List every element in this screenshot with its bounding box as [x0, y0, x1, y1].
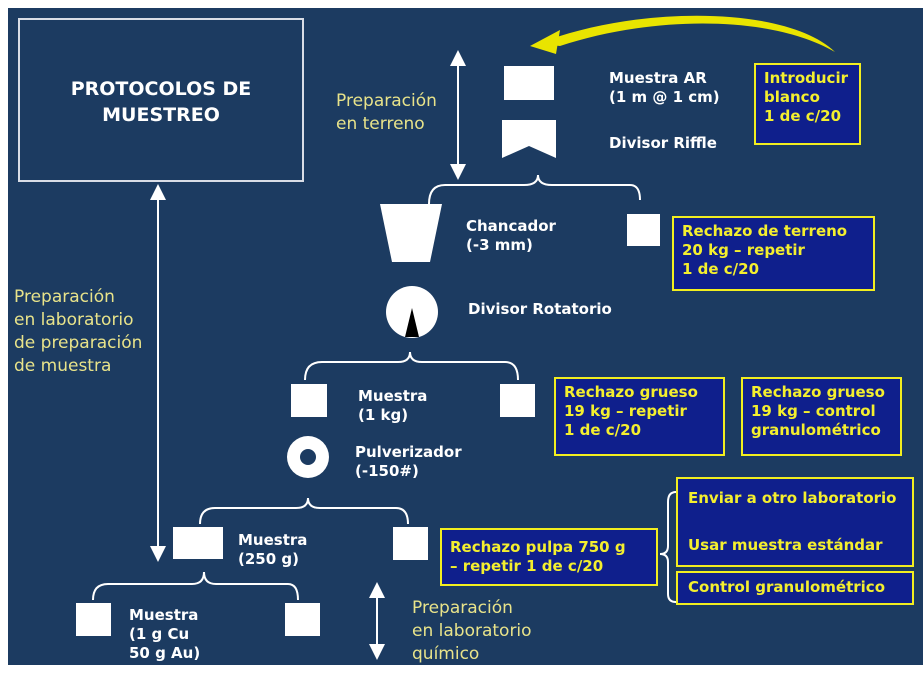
- coarse-reject-repeat-callout: Rechazo grueso 19 kg – repetir 1 de c/20: [554, 377, 725, 456]
- insert-blank-callout: Introducir blanco 1 de c/20: [754, 63, 861, 145]
- standard-sample-option: Usar muestra estándar: [688, 536, 883, 554]
- insert-blank-arrow-head: [530, 30, 560, 54]
- rotary-label: Divisor Rotatorio: [468, 300, 612, 318]
- sample-final-label: Muestra (1 g Cu 50 g Au): [129, 606, 201, 662]
- riffle-label: Divisor Riffle: [609, 134, 717, 152]
- page-title: PROTOCOLOS DE MUESTREO: [70, 78, 252, 126]
- final-reject-shape: [285, 603, 320, 636]
- crusher-shape: [380, 204, 442, 262]
- sample-1kg-label: Muestra (1 kg): [358, 387, 428, 424]
- field-reject-callout: Rechazo de terreno 20 kg – repetir 1 de …: [672, 216, 875, 291]
- granulometric-control-callout: Control granulométrico: [676, 571, 914, 605]
- sample-1kg-shape: [291, 384, 327, 417]
- title-box: PROTOCOLOS DE MUESTREO: [18, 18, 304, 182]
- pulp-reject-callout: Rechazo pulpa 750 g – repetir 1 de c/20: [440, 528, 658, 586]
- coarse-reject-control-callout: Rechazo grueso 19 kg – control granulomé…: [741, 377, 902, 456]
- field-prep-label: Preparación en terreno: [336, 91, 437, 134]
- lab-options-callout: Enviar a otro laboratorio Usar muestra e…: [676, 477, 914, 567]
- chem-lab-prep-label: Preparación en laboratorio químico: [412, 598, 532, 664]
- sample-lab-prep-label: Preparación en laboratorio de preparació…: [14, 287, 143, 376]
- pulverizer-label: Pulverizador (-150#): [355, 443, 462, 480]
- pulverizer-hole: [300, 449, 316, 465]
- sample-ar-shape: [504, 66, 554, 100]
- sample-250g-shape: [173, 527, 223, 559]
- rotary-divider-pointer: [405, 308, 419, 337]
- crusher-label: Chancador (-3 mm): [466, 217, 556, 254]
- sample-ar-label: Muestra AR (1 m @ 1 cm): [609, 69, 720, 106]
- coarse-reject-shape: [500, 384, 535, 417]
- pulp-reject-shape: [393, 527, 428, 560]
- sample-250-split-line: [92, 571, 299, 601]
- riffle-divider-shape: [502, 120, 556, 158]
- riffle-split-line: [428, 174, 641, 205]
- options-brace: [659, 491, 677, 603]
- pulverizer-split-line: [199, 497, 409, 525]
- rotary-split-line: [304, 351, 519, 381]
- sample-250g-label: Muestra (250 g): [238, 531, 308, 568]
- send-other-lab-option: Enviar a otro laboratorio: [688, 489, 897, 507]
- sample-final-shape: [76, 603, 111, 636]
- insert-blank-arrow: [540, 15, 835, 52]
- field-reject-shape: [627, 214, 660, 246]
